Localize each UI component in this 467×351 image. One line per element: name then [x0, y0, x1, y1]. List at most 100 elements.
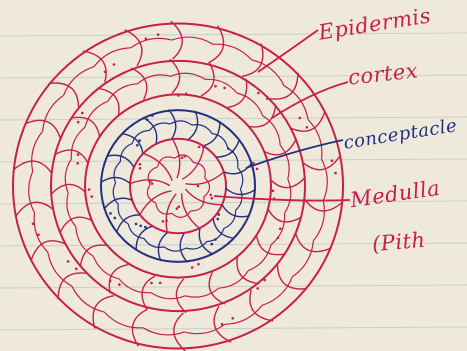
cortex-cell — [285, 179, 291, 213]
cell-nucleus-dot — [266, 97, 269, 100]
cell-nucleus-dot — [165, 219, 168, 222]
cortex-cell — [205, 79, 237, 93]
cell-nucleus-dot — [139, 167, 142, 170]
cell-nucleus-dot — [334, 172, 337, 175]
conceptacle-cell — [150, 123, 171, 130]
epidermis-cell — [32, 131, 43, 171]
cell-nucleus-dot — [162, 220, 165, 223]
epidermis-cell — [313, 201, 324, 241]
cortex-cell — [237, 93, 263, 116]
cell-nucleus-dot — [136, 144, 139, 147]
cortex-cell — [65, 159, 71, 193]
cell-nucleus-dot — [135, 223, 138, 226]
cell-nucleus-dot — [88, 188, 91, 191]
cell-nucleus-dot — [263, 279, 266, 282]
conceptacle-cell — [164, 247, 186, 251]
epidermis-cell — [172, 37, 213, 44]
pith-label: (Pith — [371, 228, 426, 257]
cortex-cell — [93, 256, 119, 279]
cortex-cell — [85, 101, 108, 127]
cortex-cell — [108, 84, 138, 102]
cell-nucleus-dot — [75, 268, 78, 271]
cell-nucleus-dot — [256, 287, 259, 290]
cell-nucleus-dot — [214, 85, 217, 88]
medulla-leader — [214, 196, 350, 201]
cell-nucleus-dot — [277, 237, 280, 240]
cell-nucleus-dot — [231, 317, 234, 320]
cell-nucleus-dot — [145, 37, 148, 40]
cell-nucleus-dot — [37, 233, 40, 236]
cell-nucleus-dot — [252, 162, 255, 165]
epidermis-cell — [252, 60, 285, 86]
cell-nucleus-dot — [159, 282, 162, 285]
cortex-cell — [151, 293, 185, 299]
cell-nucleus-dot — [149, 180, 152, 183]
cell-nucleus-dot — [157, 33, 160, 36]
medulla-cell — [204, 178, 210, 197]
conceptacle-cell — [114, 162, 120, 183]
cell-nucleus-dot — [76, 162, 79, 165]
epidermis-cell — [291, 111, 325, 131]
cell-nucleus-dot — [118, 283, 121, 286]
medulla-cell — [158, 157, 175, 167]
conceptacle-outer-ring — [101, 110, 255, 262]
conceptacle-cell — [236, 189, 242, 210]
cell-nucleus-dot — [77, 153, 80, 156]
medulla-cell — [193, 163, 205, 178]
cell-nucleus-dot — [139, 225, 142, 228]
cell-nucleus-dot — [113, 63, 116, 66]
cell-nucleus-dot — [202, 146, 205, 149]
cell-nucleus-dot — [227, 147, 230, 150]
cell-nucleus-dot — [299, 117, 302, 120]
epidermis-cell — [31, 241, 65, 261]
conceptacle-cell — [132, 130, 149, 143]
cortex-cell — [271, 213, 285, 245]
cell-nucleus-dot — [67, 260, 70, 263]
cell-nucleus-dot — [331, 159, 334, 162]
epidermis-cell — [72, 286, 105, 312]
cell-nucleus-dot — [256, 168, 259, 171]
conceptacle-cell — [186, 242, 207, 249]
cell-nucleus-dot — [139, 163, 142, 166]
cell-nucleus-dot — [185, 93, 188, 96]
cell-nucleus-dot — [210, 194, 213, 197]
cell-nucleus-dot — [144, 226, 147, 229]
cell-nucleus-dot — [77, 121, 80, 124]
cell-nucleus-dot — [146, 118, 149, 121]
cell-nucleus-dot — [272, 190, 275, 193]
cell-nucleus-dot — [184, 155, 187, 158]
cell-nucleus-dot — [150, 282, 153, 285]
cell-nucleus-dot — [151, 114, 154, 117]
cell-nucleus-dot — [217, 218, 220, 221]
conceptacle-cell — [118, 204, 128, 223]
cell-nucleus-dot — [232, 150, 235, 153]
epidermis-cell — [64, 67, 94, 96]
cell-nucleus-dot — [32, 222, 35, 225]
cortex-cell — [76, 227, 94, 257]
conceptacle-cell — [170, 121, 192, 125]
cell-nucleus-dot — [138, 139, 141, 142]
cell-nucleus-dot — [197, 185, 200, 188]
cell-nucleus-dot — [176, 207, 179, 210]
cell-nucleus-dot — [257, 92, 260, 95]
epidermis-cell — [34, 213, 48, 252]
cortex-cell — [263, 116, 281, 146]
epidermis-cell — [131, 38, 172, 47]
cell-nucleus-dot — [191, 266, 194, 269]
cell-nucleus-dot — [109, 280, 112, 283]
cell-nucleus-dot — [211, 243, 214, 246]
cell-nucleus-dot — [81, 112, 84, 115]
cell-nucleus-dot — [279, 227, 282, 230]
cortex-cell — [219, 271, 249, 289]
cell-nucleus-dot — [214, 238, 217, 241]
epidermis-cell — [29, 171, 35, 213]
cell-nucleus-dot — [109, 212, 112, 215]
cortex-cell — [119, 279, 151, 293]
cell-nucleus-dot — [218, 213, 221, 216]
cell-nucleus-dot — [178, 205, 181, 208]
cell-nucleus-dot — [221, 323, 224, 326]
medulla-cell — [147, 185, 155, 203]
cell-nucleus-dot — [151, 182, 154, 185]
conceptacle-cell — [212, 134, 228, 149]
epidermis-cell — [48, 252, 72, 286]
